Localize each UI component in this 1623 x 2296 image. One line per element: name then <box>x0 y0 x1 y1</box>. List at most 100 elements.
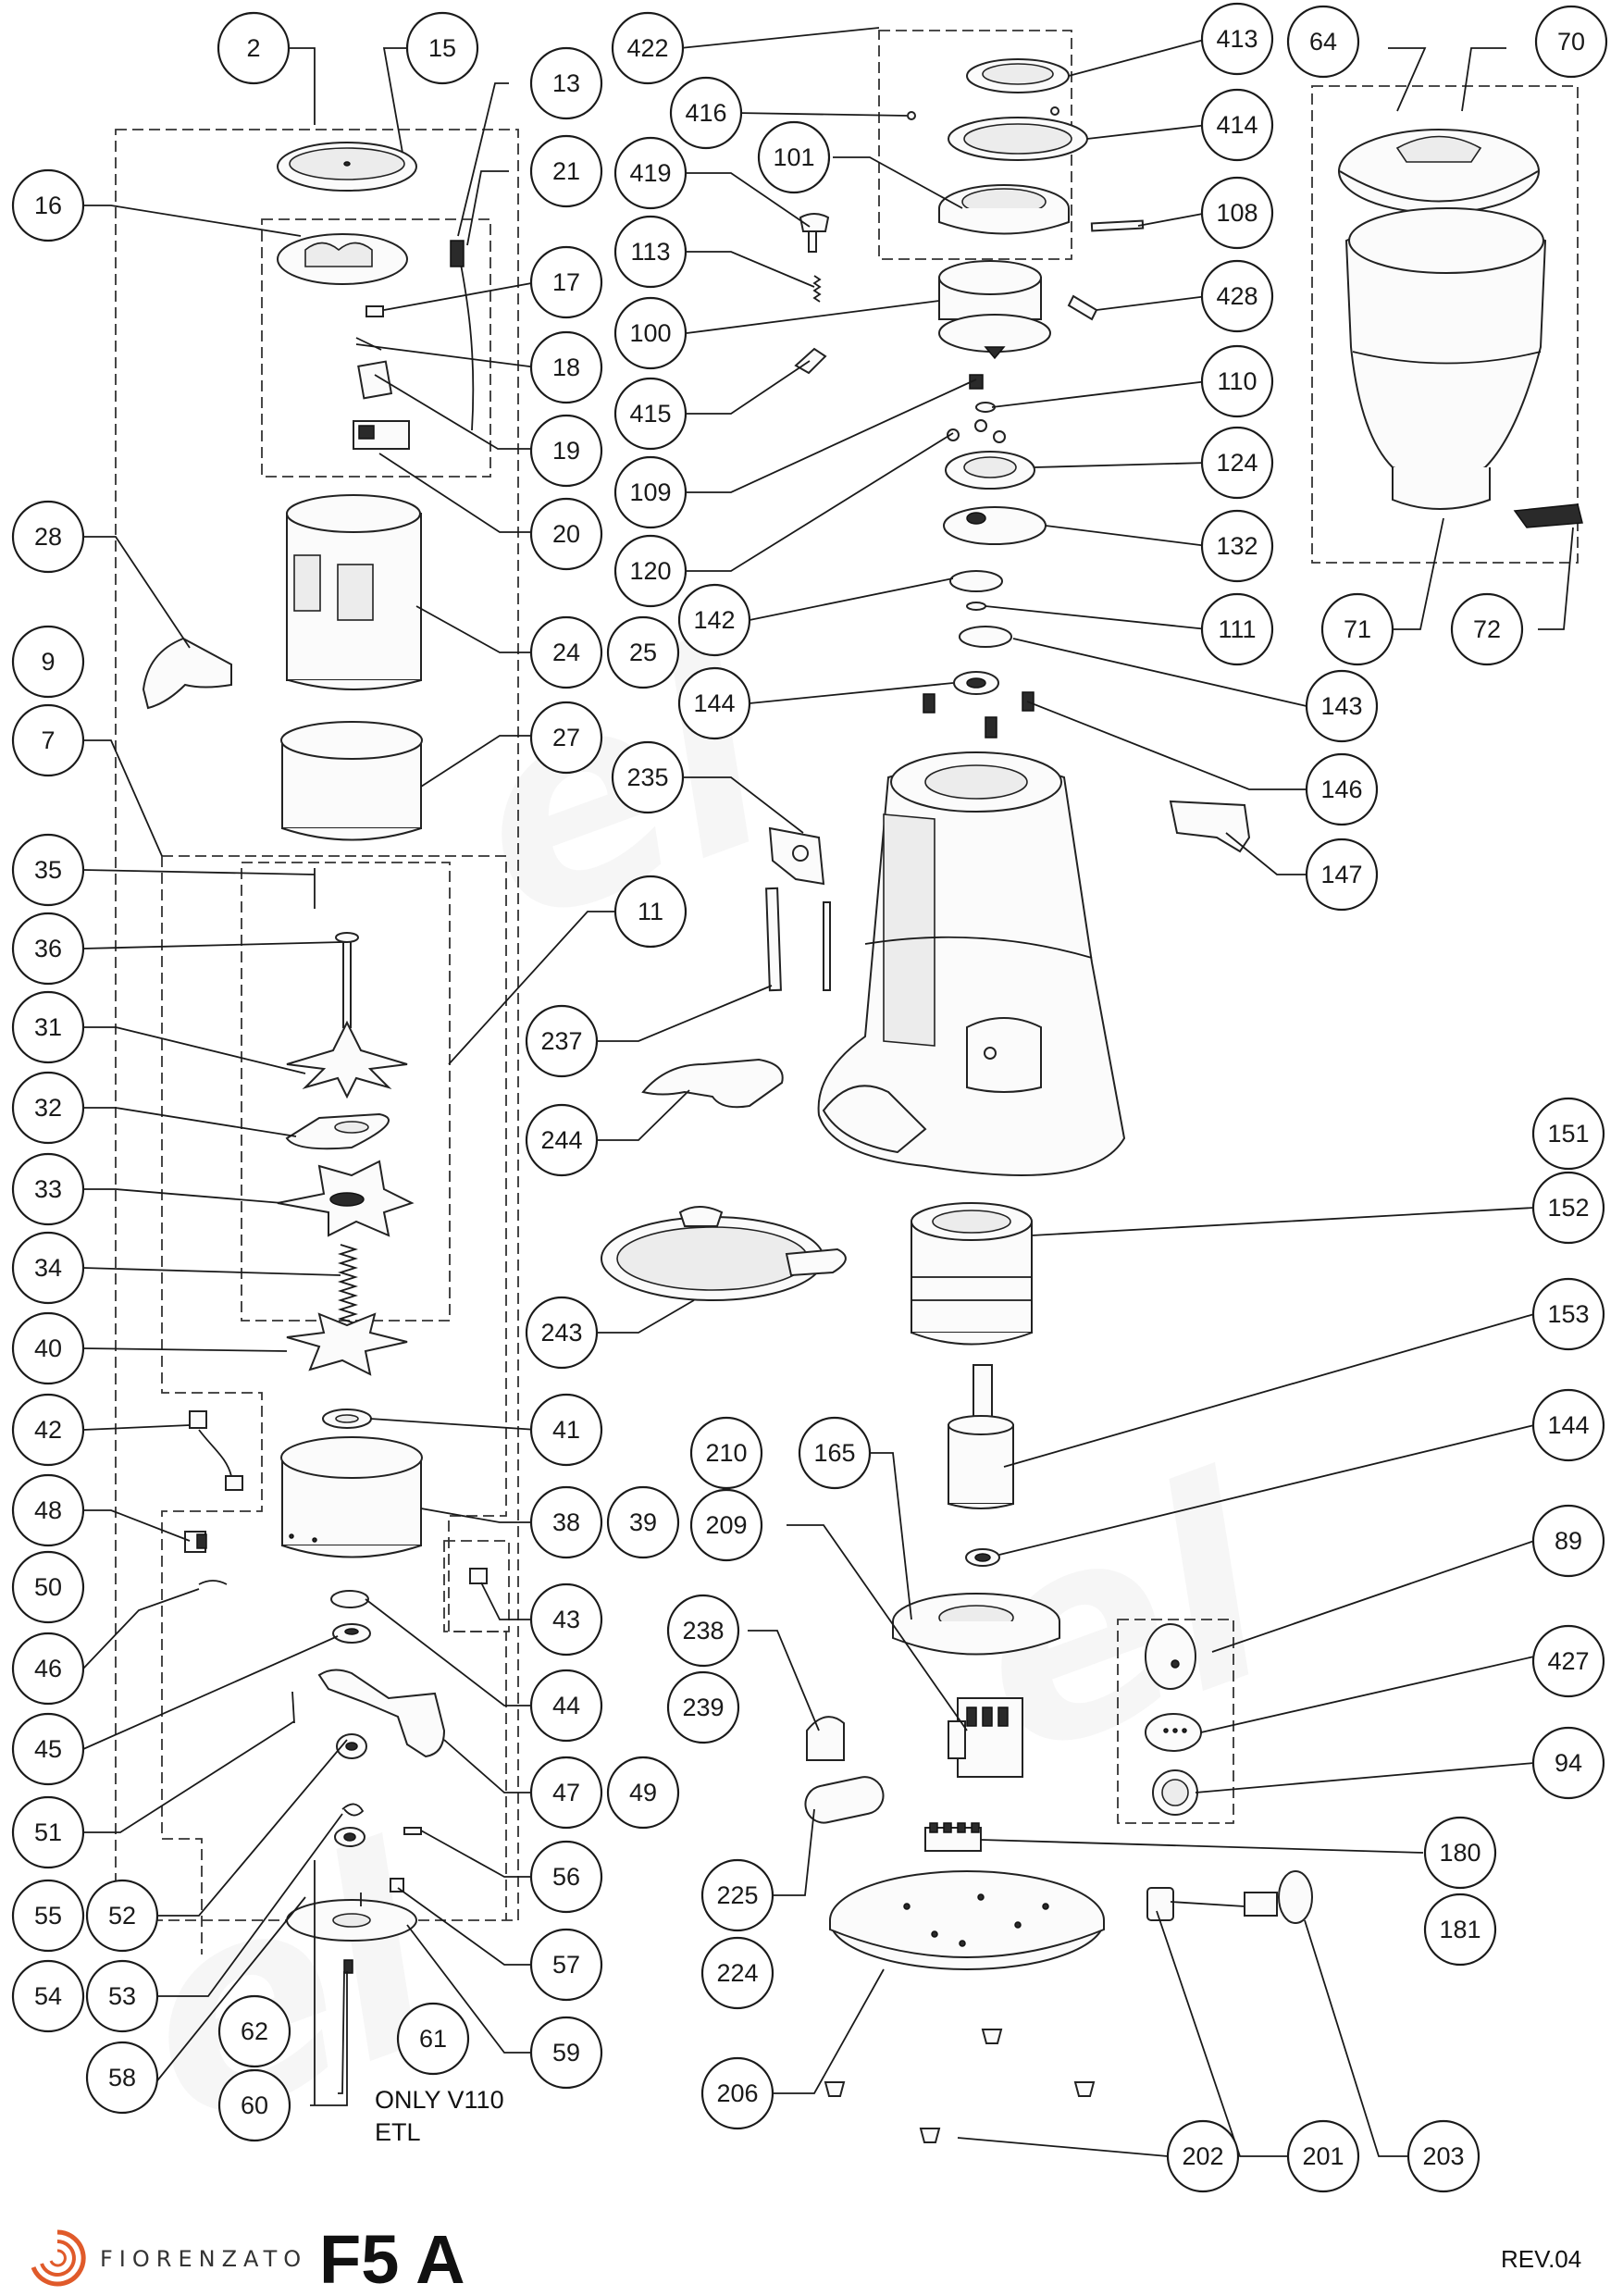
brand-logo-icon <box>31 2229 86 2287</box>
part-callout: 56 <box>529 1840 603 1914</box>
svg-text:57: 57 <box>552 1951 580 1979</box>
part-callout: 237 <box>525 1004 599 1078</box>
svg-text:2: 2 <box>246 34 260 62</box>
svg-text:108: 108 <box>1216 199 1258 227</box>
svg-text:237: 237 <box>540 1027 582 1055</box>
svg-text:9: 9 <box>41 648 55 676</box>
part-callout: 72 <box>1450 592 1524 666</box>
part-callout: 144 <box>1531 1388 1605 1462</box>
revision: REV.04 <box>1501 2245 1581 2273</box>
svg-text:110: 110 <box>1217 367 1257 395</box>
part-callout: 428 <box>1200 259 1274 333</box>
part-callout: 18 <box>529 330 603 404</box>
svg-text:94: 94 <box>1555 1749 1582 1777</box>
svg-text:20: 20 <box>552 520 580 548</box>
part-callout: 165 <box>798 1416 872 1490</box>
model-name: F5 A <box>319 2221 465 2296</box>
svg-text:101: 101 <box>773 143 814 171</box>
part-callout: 35 <box>11 833 85 907</box>
part-callout: 108 <box>1200 176 1274 250</box>
svg-text:180: 180 <box>1439 1839 1481 1867</box>
part-callout: 47 <box>529 1756 603 1830</box>
footer: FIORENZATO F5 A REV.04 <box>31 2221 1581 2296</box>
svg-text:40: 40 <box>34 1334 62 1362</box>
part-callout: 58 <box>85 2041 159 2115</box>
part-callout: 413 <box>1200 2 1274 76</box>
part-callout: 17 <box>529 245 603 319</box>
svg-text:239: 239 <box>682 1694 724 1721</box>
svg-text:153: 153 <box>1547 1300 1589 1328</box>
part-callout: 225 <box>700 1858 774 1932</box>
part-callout: 210 <box>689 1416 763 1490</box>
part-callout: 151 <box>1531 1097 1605 1171</box>
part-callout: 31 <box>11 990 85 1064</box>
part-callout: 144 <box>677 666 751 740</box>
svg-text:146: 146 <box>1320 776 1362 803</box>
part-callout: 54 <box>11 1959 85 2033</box>
svg-text:235: 235 <box>626 763 668 791</box>
svg-text:419: 419 <box>629 159 671 187</box>
svg-text:111: 111 <box>1218 615 1256 643</box>
part-callout: 427 <box>1531 1624 1605 1698</box>
part-callout: 7 <box>11 703 85 777</box>
part-callout: 25 <box>606 615 680 689</box>
svg-text:58: 58 <box>108 2064 136 2091</box>
part-callout: 239 <box>666 1670 740 1744</box>
svg-text:109: 109 <box>629 478 671 506</box>
part-callout: 48 <box>11 1473 85 1547</box>
part-callout: 143 <box>1305 669 1379 743</box>
part-callout: 120 <box>613 534 688 608</box>
svg-text:70: 70 <box>1557 28 1585 56</box>
svg-text:17: 17 <box>552 268 580 296</box>
svg-text:24: 24 <box>552 639 580 666</box>
part-callout: 32 <box>11 1071 85 1145</box>
part-callout: 111 <box>1200 592 1274 666</box>
part-callout: 132 <box>1200 509 1274 583</box>
svg-text:55: 55 <box>34 1902 62 1930</box>
callout-balloons: 2 15 13 16 21 17 18 19 20 28 24 25 9 7 2… <box>11 2 1608 2193</box>
svg-text:50: 50 <box>34 1573 62 1601</box>
part-callout: 16 <box>11 168 85 242</box>
part-callout: 153 <box>1531 1277 1605 1351</box>
part-callout: 13 <box>529 46 603 120</box>
svg-text:45: 45 <box>34 1735 62 1763</box>
svg-text:243: 243 <box>540 1319 582 1347</box>
svg-text:18: 18 <box>552 354 580 381</box>
svg-text:54: 54 <box>34 1982 62 2010</box>
svg-text:51: 51 <box>34 1818 62 1846</box>
svg-text:ONLY V110: ONLY V110 <box>375 2086 504 2114</box>
part-callout: 28 <box>11 500 85 574</box>
part-callout: 415 <box>613 377 688 451</box>
svg-text:28: 28 <box>34 523 62 551</box>
part-callout: 422 <box>611 11 685 85</box>
svg-text:151: 151 <box>1547 1120 1589 1148</box>
svg-text:36: 36 <box>34 935 62 962</box>
svg-text:224: 224 <box>716 1959 758 1987</box>
svg-text:143: 143 <box>1320 692 1362 720</box>
svg-text:132: 132 <box>1216 532 1258 560</box>
part-callout: 209 <box>689 1488 763 1562</box>
svg-text:72: 72 <box>1473 615 1501 643</box>
part-callout: 38 <box>529 1485 603 1559</box>
part-callout: 89 <box>1531 1504 1605 1578</box>
svg-text:52: 52 <box>108 1902 136 1930</box>
svg-text:15: 15 <box>428 34 456 62</box>
part-callout: 414 <box>1200 88 1274 162</box>
part-callout: 45 <box>11 1712 85 1786</box>
part-callout: 50 <box>11 1550 85 1624</box>
svg-text:11: 11 <box>638 898 663 925</box>
svg-text:42: 42 <box>34 1416 62 1444</box>
svg-text:44: 44 <box>552 1692 580 1719</box>
svg-text:34: 34 <box>34 1254 62 1282</box>
part-callout: 20 <box>529 497 603 571</box>
part-callout: 113 <box>613 215 688 289</box>
part-callout: 61 <box>396 2002 470 2076</box>
svg-text:19: 19 <box>552 437 580 465</box>
part-callout: 2 <box>217 11 291 85</box>
part-callout: 59 <box>529 2016 603 2090</box>
part-callout: 152 <box>1531 1171 1605 1245</box>
svg-text:113: 113 <box>630 238 670 266</box>
svg-text:27: 27 <box>552 724 580 751</box>
svg-text:165: 165 <box>813 1439 855 1467</box>
part-callout: 33 <box>11 1152 85 1226</box>
